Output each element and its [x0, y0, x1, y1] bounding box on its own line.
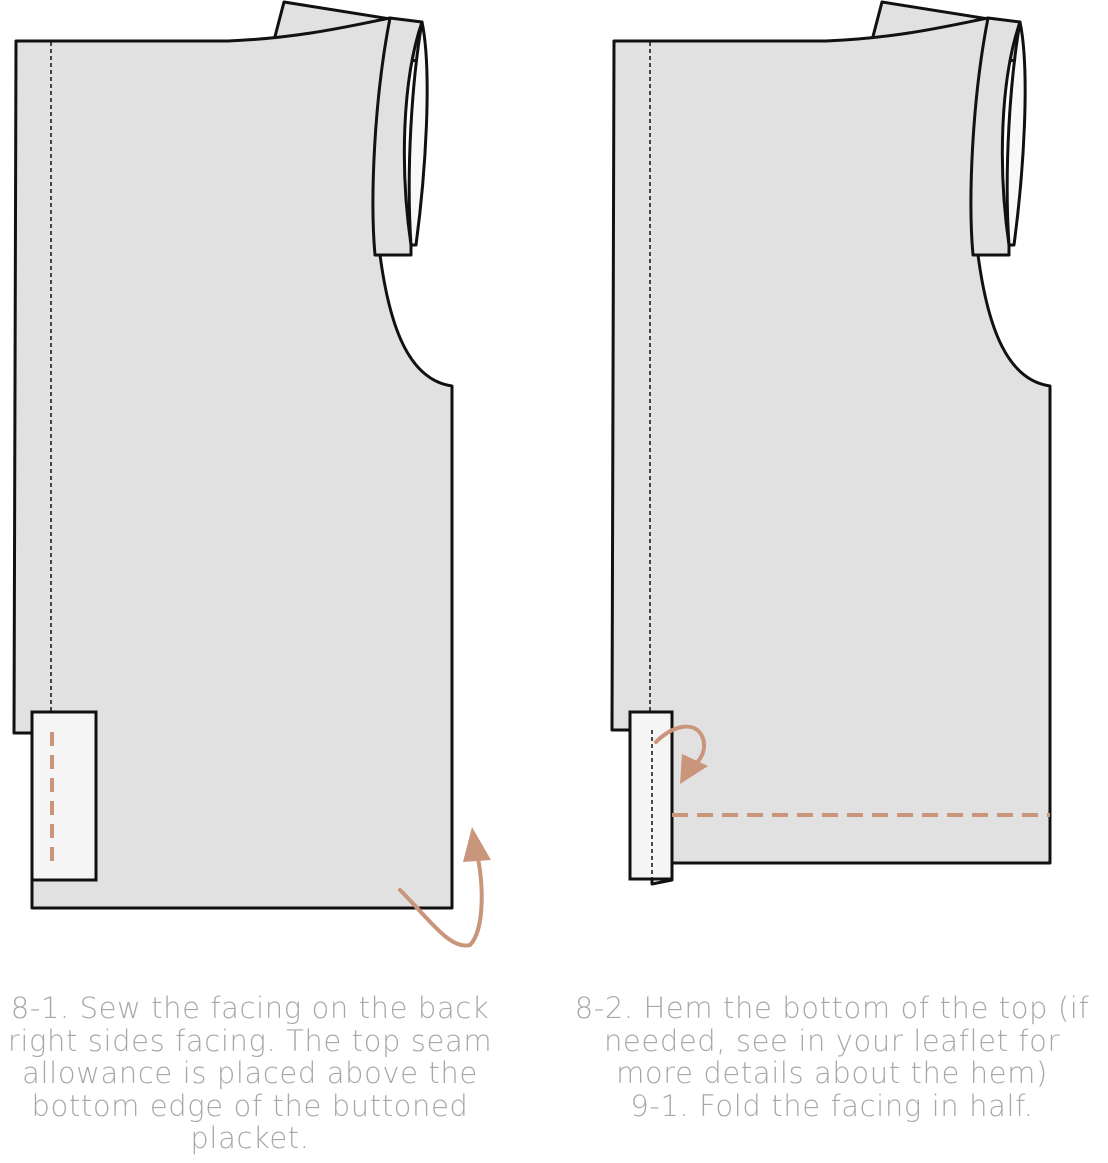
sleeve-band-fold — [407, 20, 429, 247]
step-8-1-illustration — [12, 0, 491, 948]
step-8-2-illustration — [610, 0, 1052, 886]
caption-line: allowance is placed above the — [22, 1056, 478, 1090]
caption-line: 8-1. Sew the facing on the back — [10, 991, 490, 1025]
caption-line: bottom edge of the buttoned — [31, 1088, 469, 1123]
caption-step-8-2: 8-2. Hem the bottom of the top (if neede… — [556, 992, 1108, 1122]
sleeve-band — [969, 16, 1022, 257]
fold-arrow-curve — [654, 724, 707, 768]
fold-arrow-icon — [680, 754, 708, 784]
caption-line: more details about the hem) — [616, 1056, 1048, 1090]
facing-piece — [30, 710, 98, 882]
caption-line: placket. — [190, 1121, 310, 1155]
caption-line: needed, see in your leaflet for — [603, 1023, 1061, 1058]
flip-arrow-icon — [463, 827, 491, 862]
folded-facing-piece — [628, 710, 674, 881]
sewing-diagram — [12, 0, 1052, 948]
sleeve-band — [371, 16, 424, 257]
caption-line: 9-1. Fold the facing in half. — [630, 1088, 1034, 1123]
flip-arrow-curve — [398, 848, 484, 948]
caption-step-8-1: 8-1. Sew the facing on the back right si… — [0, 992, 500, 1155]
sleeve-band-fold — [1005, 20, 1027, 247]
caption-line: 8-2. Hem the bottom of the top (if — [574, 991, 1090, 1025]
caption-line: right sides facing. The top seam — [7, 1023, 493, 1058]
